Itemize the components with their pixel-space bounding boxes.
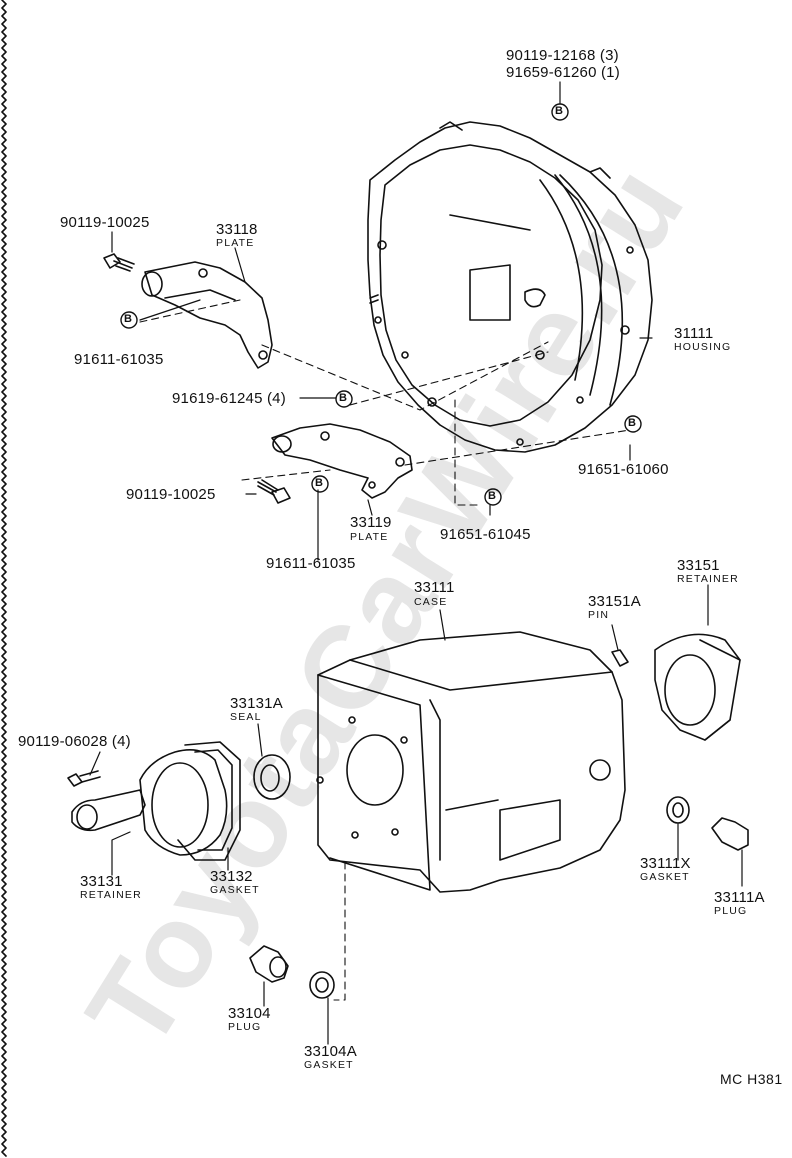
b-marker-1: B: [555, 105, 563, 117]
dashed-connectors: [139, 299, 631, 1001]
label-91611-61035-top: 91611-61035: [74, 351, 164, 368]
b-marker-6: B: [488, 490, 496, 502]
label-33118: 33118: [216, 221, 258, 238]
gasket-33104A-drawing: [309, 971, 335, 999]
label-33111: 33111: [414, 579, 455, 596]
gasket-33132-drawing: [177, 741, 241, 861]
label-33104A-gasket: GASKET: [304, 1059, 354, 1071]
plug-33104-drawing: [249, 945, 289, 983]
b-marker-5: B: [315, 477, 323, 489]
label-33111X: 33111X: [640, 855, 691, 872]
label-33151: 33151: [677, 557, 720, 574]
label-91651-61060: 91651-61060: [578, 461, 669, 478]
label-91619-61245: 91619-61245 (4): [172, 390, 286, 407]
gasket-33111X-drawing: [666, 796, 690, 824]
b-marker-2: B: [124, 313, 132, 325]
label-33104-plug: PLUG: [228, 1021, 262, 1033]
label-33131: 33131: [80, 873, 123, 890]
label-33131A: 33131A: [230, 695, 283, 712]
left-torn-edge: [1, 0, 7, 1157]
label-91651-61045: 91651-61045: [440, 526, 531, 543]
b-marker-3: B: [339, 392, 347, 404]
case-33111-drawing: [316, 631, 626, 893]
label-33111-case: CASE: [414, 596, 448, 608]
label-31111-housing: HOUSING: [674, 341, 732, 353]
bolt-90119-10025-mid-drawing: [257, 479, 291, 504]
label-90119-10025-mid: 90119-10025: [126, 486, 216, 503]
label-33104: 33104: [228, 1005, 271, 1022]
pin-33151A-drawing: [611, 649, 629, 667]
label-33111A: 33111A: [714, 889, 765, 906]
label-31111: 31111: [674, 325, 714, 342]
label-33111X-gasket: GASKET: [640, 871, 690, 883]
label-91659-61260: 91659-61260 (1): [506, 64, 620, 81]
label-33151-retainer: RETAINER: [677, 573, 739, 585]
label-33132: 33132: [210, 868, 253, 885]
plate-33119-drawing: [271, 423, 413, 499]
housing-31111-drawing: [367, 121, 653, 453]
retainer-33131-drawing: [71, 749, 228, 856]
label-33151A-pin: PIN: [588, 609, 610, 621]
label-33111A-plug: PLUG: [714, 905, 748, 917]
label-33151A: 33151A: [588, 593, 641, 610]
label-33119: 33119: [350, 514, 392, 531]
label-33119-plate: PLATE: [350, 531, 389, 543]
label-33118-plate: PLATE: [216, 237, 255, 249]
label-90119-06028: 90119-06028 (4): [18, 733, 131, 750]
plug-33111A-drawing: [711, 817, 749, 851]
label-90119-12168: 90119-12168 (3): [506, 47, 619, 64]
label-33131A-seal: SEAL: [230, 711, 262, 723]
label-91611-61035-mid: 91611-61035: [266, 555, 356, 572]
retainer-33151-drawing: [654, 633, 741, 741]
label-90119-10025-top: 90119-10025: [60, 214, 150, 231]
b-marker-4: B: [628, 417, 636, 429]
label-33104A: 33104A: [304, 1043, 357, 1060]
leader-lines: [89, 81, 743, 1045]
seal-33131A-drawing: [253, 754, 291, 800]
diagram-reference-code: MC H381: [720, 1071, 783, 1087]
label-33132-gasket: GASKET: [210, 884, 260, 896]
b-markers: [120, 103, 642, 506]
bolt-90119-06028-drawing: [67, 770, 101, 787]
bolt-90119-10025-top-drawing: [103, 253, 135, 272]
label-33131-retainer: RETAINER: [80, 889, 142, 901]
